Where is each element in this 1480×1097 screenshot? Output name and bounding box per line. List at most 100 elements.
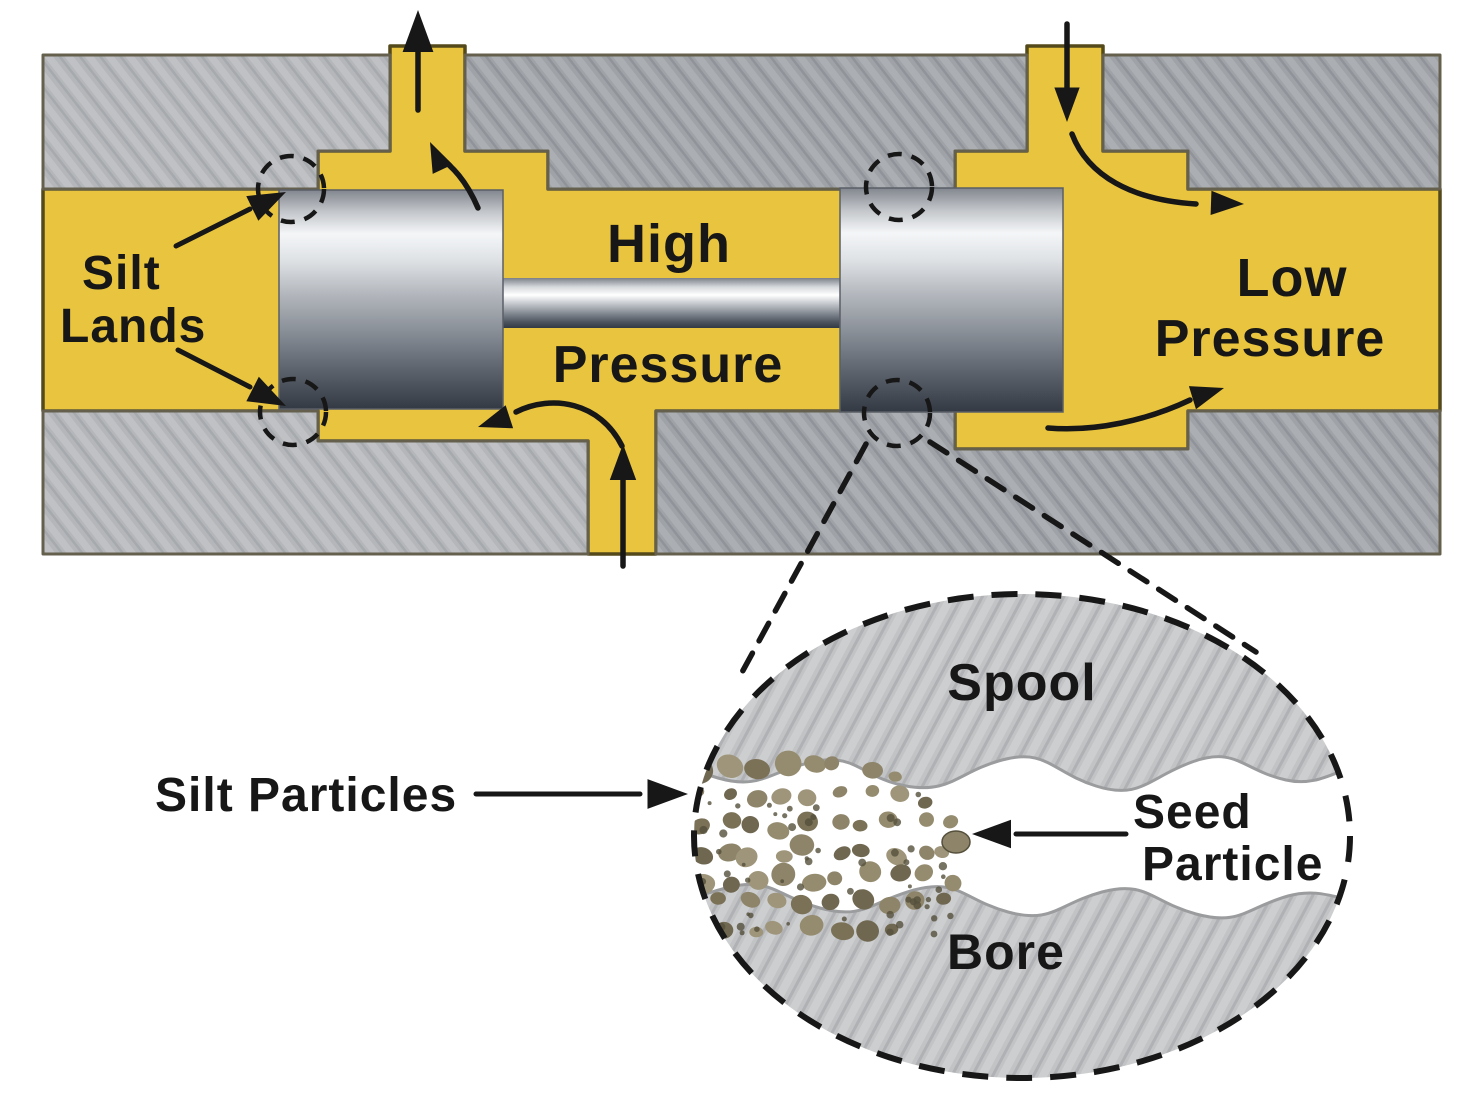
silt-particle [802,873,827,892]
silt-speckle [782,813,788,819]
silt-speckle [804,818,813,827]
silt-speckle [941,874,946,879]
housing-block-bottom-right [654,409,1442,556]
diagram-labels: Silt Lands High Pressure Low Pressure Sp… [60,214,1384,980]
silt-particle [741,815,760,834]
silt-speckle [719,829,728,838]
silt-speckle [895,920,904,929]
silt-speckle [716,848,722,855]
magnifier-funnel-right [927,439,1259,655]
silt-speckle [886,910,894,919]
silt-speckle [788,823,797,832]
silt-speckle [754,926,760,932]
silt-particle [747,790,768,808]
silt-particle [722,812,742,829]
silt-speckle [812,804,820,812]
magnifier-bubble-outline [691,591,1353,1081]
silt-particle [716,754,744,778]
silt-particle [775,850,793,863]
silt-particle [919,845,935,860]
silt-particle-cluster [694,750,962,944]
silt-speckle [804,857,813,866]
silt-particle [790,894,813,915]
silt-particle [851,843,870,858]
low-pressure-label-line1: Low [1237,248,1348,308]
silt-speckle [736,922,745,931]
silt-particle [821,893,840,911]
silt-particle [890,864,911,882]
flow-arrow-curve-top-right [1069,131,1199,207]
silt-speckle [735,803,741,809]
silt-speckle [815,847,821,854]
spool-label: Spool [947,654,1096,712]
housing-block-bottom-left [41,409,590,556]
silt-speckle [947,912,954,920]
silt-particle [771,862,796,887]
silt-particle [879,896,901,915]
silt-speckle [886,928,894,936]
silt-speckle [847,887,854,895]
detail-label-arrows [473,779,1129,849]
silt-lands-pointer-lower [175,347,253,390]
seed-particle [941,830,971,854]
silt-land-circle-top-right [863,151,935,223]
silt-particle [748,870,769,890]
silt-speckle [903,859,910,866]
silt-speckle [907,845,915,853]
silt-particle [767,892,787,909]
silt-particle [936,892,952,905]
spool-stem [500,278,843,328]
silt-particle [749,926,764,938]
seed-particle-label-line2: Particle [1142,838,1323,891]
housing-block-top-right [1101,53,1442,191]
silt-land-circle-bottom-left [257,376,329,448]
silt-lands-label-line2: Lands [60,300,206,353]
silt-particles-label: Silt Particles [155,769,457,822]
high-pressure-label-line1: High [607,214,731,274]
silt-speckle [699,825,708,835]
silt-particle [771,788,792,805]
silt-speckle [858,858,867,867]
silt-speckle [938,862,948,871]
silt-particle [852,889,875,910]
silt-lands-label-line1: Silt [82,247,161,300]
silt-particle [799,914,824,936]
bore-label: Bore [947,924,1065,980]
silt-particle [917,796,933,809]
valve-housing [41,53,1442,556]
flow-arrow-curve-bottom-left [513,400,625,449]
silt-particle [832,814,850,830]
silt-particle [767,822,790,840]
silt-particle [832,786,848,798]
silt-particle [827,871,843,886]
silt-speckle [841,916,847,922]
magnified-bore-surface [694,882,1350,1078]
high-pressure-label-line2: Pressure [553,336,784,394]
silt-particle [943,815,959,829]
silt-particle [744,758,771,780]
silt-particle [740,891,761,908]
silt-speckle [893,818,902,827]
silt-particle [735,847,758,868]
silt-particle [722,876,740,893]
silt-particle [833,846,851,861]
silt-land-circle-top-left [255,153,327,225]
silt-speckle [741,862,746,867]
seed-particle-label-line1: Seed [1133,786,1252,839]
housing-block-top-middle [463,53,1029,191]
silt-land-circle-bottom-right [861,377,933,449]
silt-speckle [930,930,938,938]
housing-block-top-left [41,53,392,191]
silt-particle [765,920,783,935]
silt-particle [852,819,868,832]
silt-particle [859,861,882,883]
silt-particle [914,864,934,882]
silt-particle [797,789,817,807]
silt-lands-pointer-upper [173,206,253,249]
silt-land-markers [255,151,935,449]
silt-speckle [723,870,731,878]
silt-speckle [915,791,922,798]
flow-arrowhead-outlet-up [402,10,434,52]
silt-particle [694,891,701,913]
silt-speckle [925,896,932,903]
